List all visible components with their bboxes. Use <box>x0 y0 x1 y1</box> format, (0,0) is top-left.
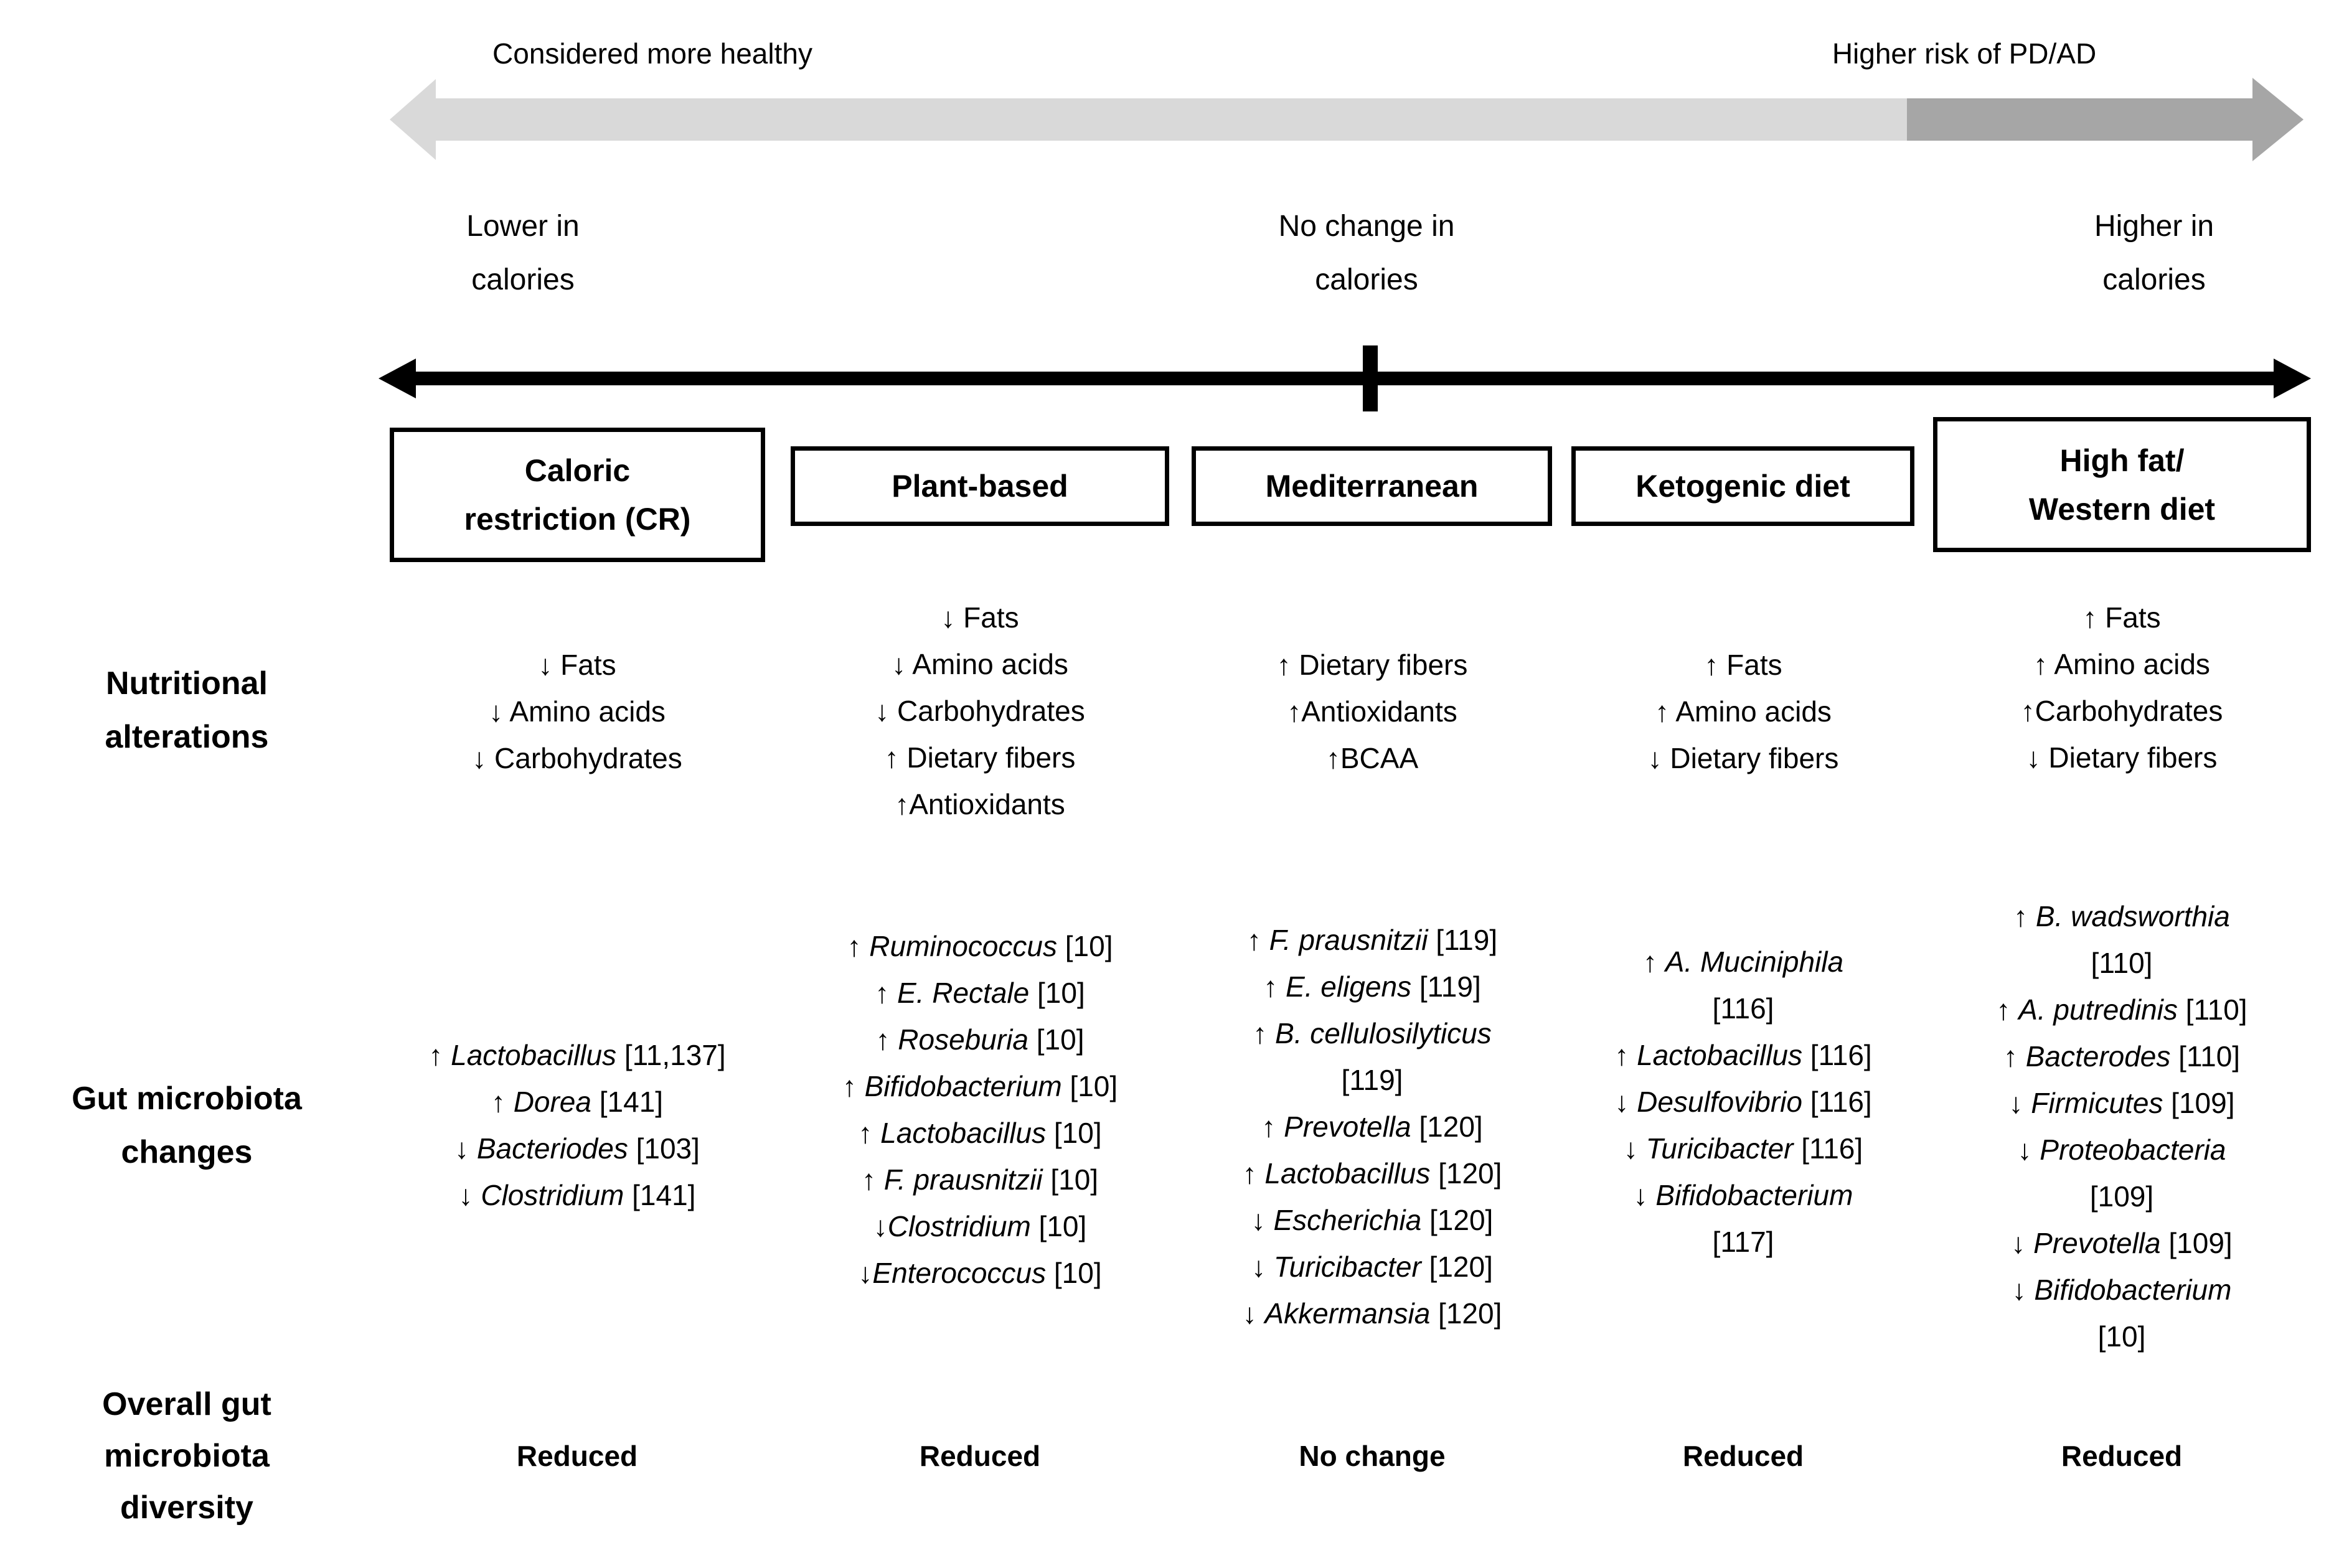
taxon-line: ↑ Dorea [141] <box>491 1086 664 1118</box>
nutrient-line: ↑ Dietary fibers <box>884 741 1076 774</box>
taxon-line: ↑ B. cellulosilyticus <box>1253 1017 1492 1049</box>
taxon-line: ↓Enterococcus [10] <box>858 1257 1102 1289</box>
nutrient-line: ↓ Carbohydrates <box>472 742 682 774</box>
taxon-line: ↓ Turicibacter [120] <box>1251 1251 1493 1283</box>
diversity-value-high-fat-western: Reduced <box>2061 1440 2183 1472</box>
nutrient-line: ↑Antioxidants <box>1287 695 1457 728</box>
nutrient-line: ↑ Amino acids <box>1655 695 1832 728</box>
taxon-line: ↓ Clostridium [141] <box>458 1179 696 1211</box>
calorie-label-higher: Higher in calories <box>2094 210 2214 296</box>
taxon-line: ↑ F. prausnitzii [10] <box>861 1163 1099 1196</box>
taxon-line: [116] <box>1712 992 1774 1025</box>
nutrient-line: ↑Carbohydrates <box>2020 695 2223 727</box>
calorie-label-lower: Lower in calories <box>466 210 580 296</box>
taxon-line: ↑ B. wadsworthia <box>2013 900 2230 932</box>
taxon-line: ↓ Turicibacter [116] <box>1623 1132 1863 1165</box>
nutrient-line: ↓ Dietary fibers <box>1647 742 1839 774</box>
taxon-line: ↑ F. prausnitzii [119] <box>1246 924 1498 956</box>
taxon-line: ↓ Bifidobacterium <box>2012 1274 2232 1306</box>
diversity-value-ketogenic: Reduced <box>1682 1440 1804 1472</box>
gradient-arrow-light-segment <box>390 79 1907 160</box>
taxon-line: ↓ Prevotella [109] <box>2011 1227 2233 1259</box>
diversity-value-plant-based: Reduced <box>919 1440 1041 1472</box>
nutrient-line: ↑ Dietary fibers <box>1276 649 1468 681</box>
taxon-line: ↑ Lactobacillus [116] <box>1614 1039 1872 1071</box>
nutrient-line: ↓ Amino acids <box>489 695 666 728</box>
calorie-axis-center-tick <box>1363 345 1378 411</box>
taxon-line: ↑ Bacterodes [110] <box>2003 1040 2241 1073</box>
nutrient-line: ↑Antioxidants <box>895 788 1065 820</box>
taxon-line: ↑ Bifidobacterium [10] <box>842 1070 1118 1102</box>
microbiota-column-plant-based: ↑ Ruminococcus [10] ↑ E. Rectale [10] ↑ Ro… <box>781 923 1179 1297</box>
microbiota-column-caloric-restriction: ↑ Lactobacillus [11,137] ↑ Dorea [141] ↓ B… <box>378 1032 776 1219</box>
taxon-line: [10] <box>2097 1320 2146 1353</box>
nutrient-line: ↓ Amino acids <box>892 648 1068 680</box>
nutrient-line: ↑ Fats <box>2083 601 2161 634</box>
taxon-line: ↑ A. Muciniphila <box>1642 946 1844 978</box>
row-label-gut-microbiota-changes: Gut microbiota changes <box>72 1081 302 1170</box>
taxon-line: ↓ Bacteriodes [103] <box>454 1132 700 1165</box>
taxon-line: [110] <box>2091 947 2153 979</box>
gradient-arrow-dark-segment <box>1907 78 2304 161</box>
nutrient-line: ↓ Dietary fibers <box>2026 741 2218 774</box>
calorie-axis-left-arrowhead <box>379 359 416 398</box>
nutritional-column-plant-based: ↓ Fats ↓ Amino acids ↓ Carbohydrates ↑ Diet… <box>781 594 1179 828</box>
taxon-line: ↓ Akkermansia [120] <box>1242 1297 1502 1330</box>
nutrient-line: ↓ Fats <box>941 601 1019 634</box>
taxon-line: ↑ Roseburia [10] <box>875 1023 1085 1056</box>
taxon-line: ↑ A. putredinis [110] <box>1996 993 2247 1026</box>
nutrient-line: ↑BCAA <box>1325 742 1419 774</box>
taxon-line: ↑ E. eligens [119] <box>1263 970 1481 1003</box>
diet-box-mediterranean: Mediterranean <box>1192 446 1552 526</box>
taxon-line: ↑ Lactobacillus [120] <box>1242 1157 1502 1190</box>
nutritional-column-ketogenic: ↑ Fats ↑ Amino acids ↓ Dietary fibers <box>1544 642 1942 782</box>
microbiota-column-ketogenic: ↑ A. Muciniphila [116] ↑ Lactobacillus [11… <box>1544 939 1942 1265</box>
nutritional-column-mediterranean: ↑ Dietary fibers ↑Antioxidants ↑BCAA <box>1173 642 1571 782</box>
calorie-axis-right-arrowhead <box>2274 359 2311 398</box>
gradient-left-label: Considered more healthy <box>492 37 812 70</box>
nutrient-line: ↑ Amino acids <box>2033 648 2210 680</box>
row-label-nutritional-alterations: Nutritional alterations <box>105 665 269 755</box>
diversity-value-caloric-restriction: Reduced <box>516 1440 638 1472</box>
microbiota-column-high-fat-western: ↑ B. wadsworthia [110] ↑ A. putredinis [11… <box>1922 893 2321 1360</box>
diet-box-ketogenic: Ketogenic diet <box>1571 446 1914 526</box>
row-label-overall-diversity: Overall gut microbiota diversity <box>102 1386 271 1526</box>
diet-box-plant-based: Plant-based <box>791 446 1169 526</box>
taxon-line: ↑ Lactobacillus [11,137] <box>428 1039 726 1071</box>
nutrient-line: ↓ Fats <box>538 649 616 681</box>
taxon-line: ↓Clostridium [10] <box>873 1210 1087 1242</box>
taxon-line: [117] <box>1712 1226 1774 1258</box>
nutrient-line: ↓ Carbohydrates <box>875 695 1085 727</box>
taxon-line: ↓ Escherichia [120] <box>1251 1204 1494 1236</box>
taxon-line: ↑ Lactobacillus [10] <box>858 1117 1102 1149</box>
taxon-line: ↑ Ruminococcus [10] <box>847 930 1113 962</box>
taxon-line: ↑ E. Rectale [10] <box>875 977 1085 1009</box>
taxon-line: ↓ Firmicutes [109] <box>2008 1087 2235 1119</box>
diet-box-caloric-restriction: Caloric restriction (CR) <box>390 428 765 562</box>
microbiota-column-mediterranean: ↑ F. prausnitzii [119] ↑ E. eligens [119]… <box>1173 917 1571 1337</box>
taxon-line: ↑ Prevotella [120] <box>1261 1110 1483 1143</box>
calorie-axis-line <box>416 372 2274 385</box>
nutritional-column-caloric-restriction: ↓ Fats ↓ Amino acids ↓ Carbohydrates <box>378 642 776 782</box>
nutrient-line: ↑ Fats <box>1704 649 1782 681</box>
taxon-line: [109] <box>2089 1180 2154 1213</box>
calorie-label-nochange: No change in calories <box>1278 210 1455 296</box>
nutritional-column-high-fat-western: ↑ Fats ↑ Amino acids ↑Carbohydrates ↓ Dieta… <box>1922 594 2321 781</box>
diet-box-high-fat-western: High fat/ Western diet <box>1933 417 2311 552</box>
taxon-line: ↓ Proteobacteria <box>2017 1134 2226 1166</box>
taxon-line: ↓ Bifidobacterium <box>1633 1179 1853 1211</box>
gradient-right-label: Higher risk of PD/AD <box>1832 37 2097 70</box>
taxon-line: [119] <box>1341 1064 1403 1096</box>
taxon-line: ↓ Desulfovibrio [116] <box>1614 1086 1872 1118</box>
diversity-value-mediterranean: No change <box>1299 1440 1446 1472</box>
